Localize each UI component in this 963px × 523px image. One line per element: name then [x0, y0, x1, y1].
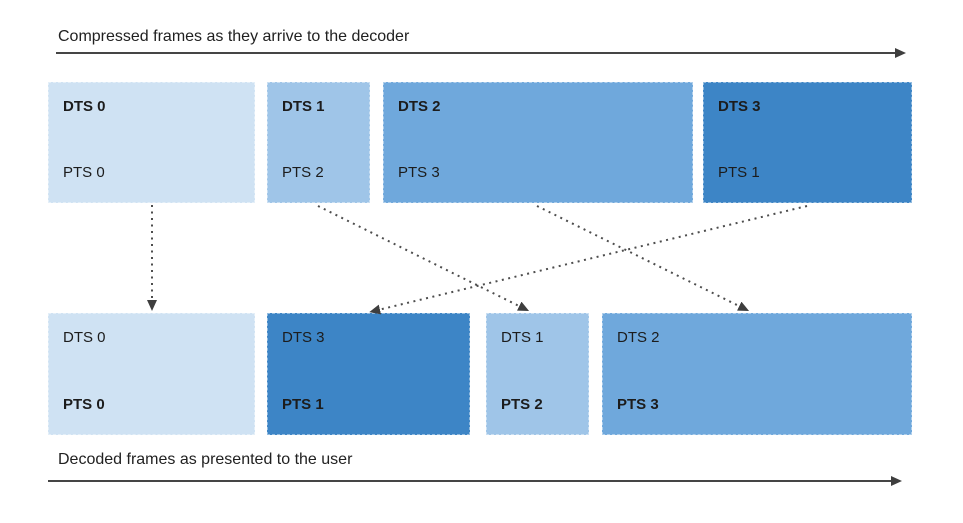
dts-label: DTS 3	[282, 329, 325, 346]
compressed-frames-axis-label: Compressed frames as they arrive to the …	[58, 28, 410, 45]
pts-label: PTS 1	[282, 396, 324, 413]
decoded-frames-box-2: DTS 1 PTS 2	[486, 313, 589, 435]
pts-label: PTS 1	[718, 164, 760, 181]
dts-label: DTS 2	[617, 329, 660, 346]
pts-label: PTS 3	[398, 164, 440, 181]
dts-label: DTS 2	[398, 98, 441, 115]
compressed-frames-box-1: DTS 1 PTS 2	[267, 82, 370, 203]
pts-label: PTS 3	[617, 396, 659, 413]
dts-label: DTS 0	[63, 98, 106, 115]
decoded-frames-box-1: DTS 3 PTS 1	[267, 313, 470, 435]
decoded-frames-axis-label: Decoded frames as presented to the user	[58, 451, 353, 468]
pts-label: PTS 2	[501, 396, 543, 413]
connector-arrow	[317, 205, 530, 312]
decoded-frames-box-0: DTS 0 PTS 0	[48, 313, 255, 435]
decoded-frames-box-3: DTS 2 PTS 3	[602, 313, 912, 435]
dts-label: DTS 1	[501, 329, 544, 346]
frame-connector-arrows	[147, 205, 808, 315]
compressed-frames-box-0: DTS 0 PTS 0	[48, 82, 255, 203]
connector-arrow	[536, 205, 750, 311]
dts-label: DTS 1	[282, 98, 325, 115]
compressed-frames-box-2: DTS 2 PTS 3	[383, 82, 693, 203]
pts-label: PTS 2	[282, 164, 324, 181]
dts-label: DTS 3	[718, 98, 761, 115]
connector-arrow	[369, 205, 808, 315]
compressed-frames-box-3: DTS 3 PTS 1	[703, 82, 912, 203]
pts-label: PTS 0	[63, 164, 105, 181]
pts-label: PTS 0	[63, 396, 105, 413]
dts-label: DTS 0	[63, 329, 106, 346]
